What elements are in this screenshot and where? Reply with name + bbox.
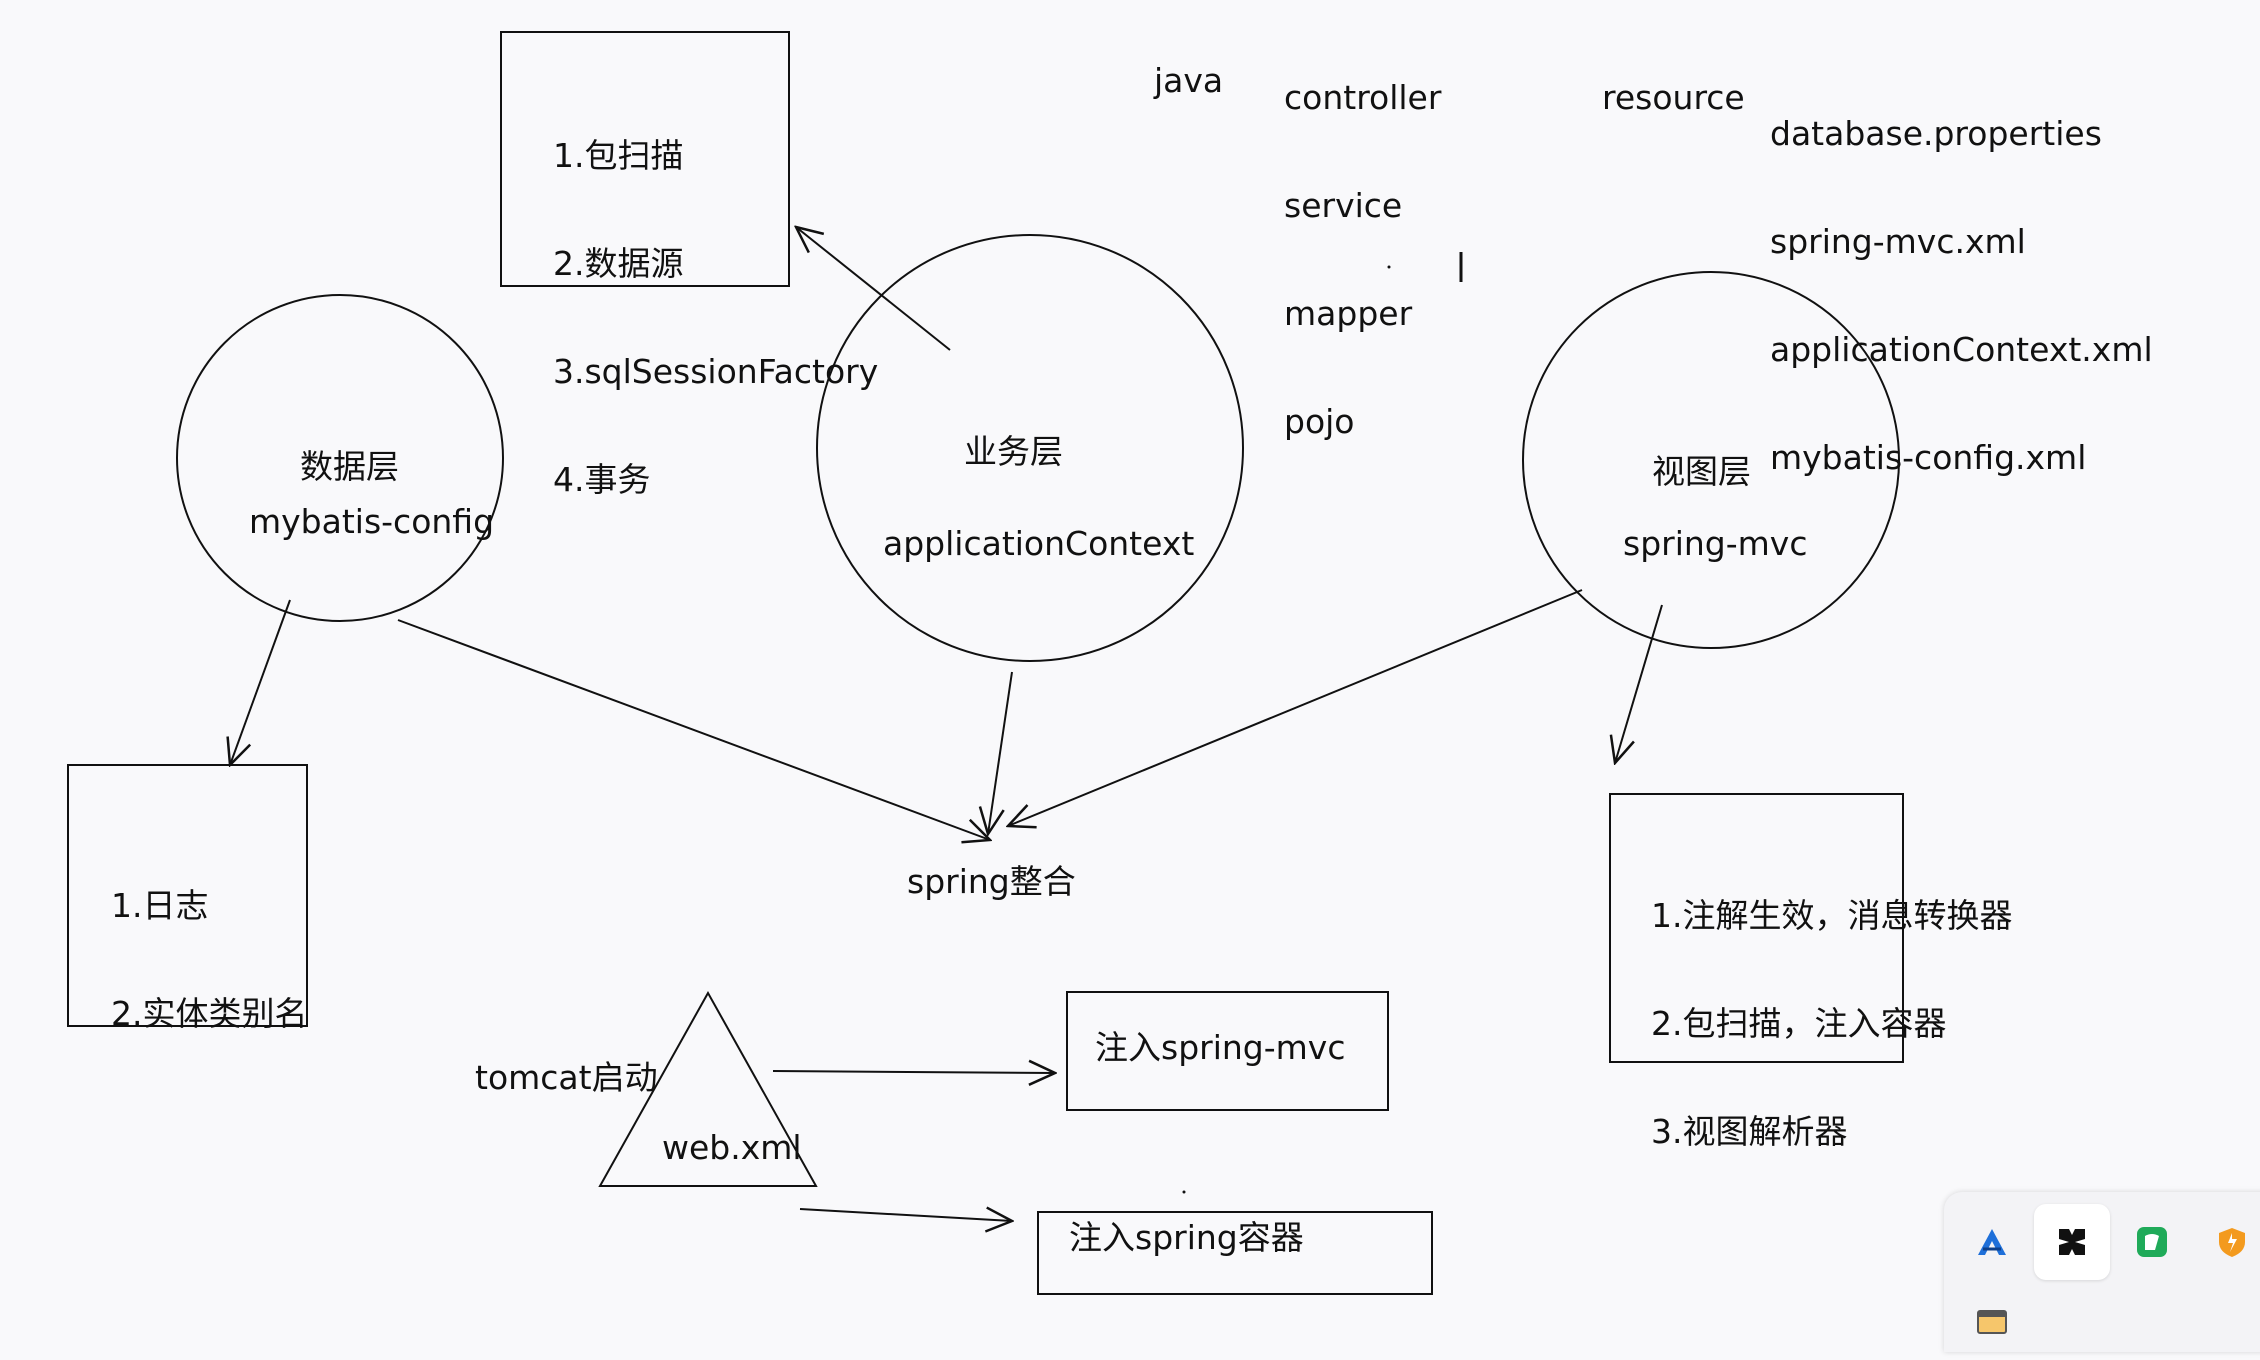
service-config-list: 1.包扫描 2.数据源 3.sqlSessionFactory 4.事务 xyxy=(553,66,878,534)
list-item: 3.sqlSessionFactory xyxy=(553,352,879,391)
view-config-list: 1.注解生效，消息转换器 2.包扫描，注入容器 3.视图解析器 xyxy=(1651,826,2013,1186)
window-icon xyxy=(1977,1310,2007,1334)
tray-button-window[interactable] xyxy=(1954,1284,2030,1360)
tray-button-green-app[interactable] xyxy=(2114,1204,2190,1280)
list-item: 2.实体类别名 xyxy=(111,994,308,1033)
service-layer-circle xyxy=(816,234,1244,662)
data-layer-sub: mybatis-config xyxy=(249,502,495,541)
tray-button-capcut[interactable] xyxy=(2034,1204,2110,1280)
shield-orange-icon xyxy=(2219,1228,2245,1257)
resource-label: resource xyxy=(1602,78,1745,117)
arrow-data-to-integration xyxy=(397,619,990,840)
tray-button-autodesk[interactable] xyxy=(1954,1204,2030,1280)
taskbar-tray xyxy=(1944,1192,2260,1352)
java-packages-list: controller service mapper pojo xyxy=(1284,8,1441,476)
list-item: controller xyxy=(1284,78,1442,117)
arrow-webxml-to-mvc xyxy=(772,1071,1055,1073)
service-layer-sub: applicationContext xyxy=(883,524,1195,563)
data-config-list: 1.日志 2.实体类别名 xyxy=(111,816,308,1068)
list-item: mapper xyxy=(1284,294,1413,333)
inject-container-box xyxy=(1037,1211,1433,1295)
view-config-box xyxy=(1609,793,1904,1063)
webxml-triangle xyxy=(598,990,818,1187)
java-label: java xyxy=(1154,61,1224,100)
resource-files-list: database.properties spring-mvc.xml appli… xyxy=(1770,44,2153,512)
arrow-data-to-box xyxy=(230,599,291,765)
list-item: database.properties xyxy=(1770,114,2102,153)
arrow-service-to-integration xyxy=(988,671,1013,834)
list-item: 4.事务 xyxy=(553,460,651,499)
list-item: service xyxy=(1284,186,1403,225)
list-item: 1.日志 xyxy=(111,886,209,925)
list-item: 2.包扫描，注入容器 xyxy=(1651,1004,1947,1043)
list-item: spring-mvc.xml xyxy=(1770,222,2026,261)
list-item: 2.数据源 xyxy=(553,244,684,283)
stray-dot xyxy=(1387,265,1391,269)
arrow-view-to-integration xyxy=(1008,589,1583,826)
tray-button-shield[interactable] xyxy=(2194,1204,2260,1280)
autodesk-icon xyxy=(1978,1229,2006,1255)
capcut-icon xyxy=(2059,1229,2085,1255)
view-layer-label: 视图层 xyxy=(1652,452,1751,491)
data-config-box xyxy=(67,764,308,1027)
app-green-icon xyxy=(2137,1227,2167,1257)
view-layer-circle xyxy=(1522,271,1900,649)
view-layer-sub: spring-mvc xyxy=(1623,524,1808,563)
service-layer-label: 业务层 xyxy=(964,432,1063,471)
list-item: applicationContext.xml xyxy=(1770,330,2153,369)
stray-dot xyxy=(1182,1190,1186,1194)
data-layer-circle xyxy=(176,294,504,622)
list-item: mybatis-config.xml xyxy=(1770,438,2087,477)
tomcat-label: tomcat启动 xyxy=(475,1058,658,1097)
inject-mvc-box xyxy=(1066,991,1389,1111)
list-item: 1.注解生效，消息转换器 xyxy=(1651,896,2013,935)
data-layer-label: 数据层 xyxy=(300,447,399,486)
arrow-view-to-box xyxy=(1615,604,1663,763)
spring-integration-label: spring整合 xyxy=(907,862,1076,901)
service-config-box xyxy=(500,31,790,287)
list-item: pojo xyxy=(1284,402,1355,441)
inject-container-label: 注入spring容器 xyxy=(1069,1218,1304,1257)
arrow-service-to-box xyxy=(796,227,951,351)
webxml-label: web.xml xyxy=(662,1128,802,1167)
arrow-webxml-to-container xyxy=(799,1209,1012,1221)
list-item: 1.包扫描 xyxy=(553,136,684,175)
inject-mvc-label: 注入spring-mvc xyxy=(1095,1028,1346,1067)
list-item: 3.视图解析器 xyxy=(1651,1112,1848,1151)
